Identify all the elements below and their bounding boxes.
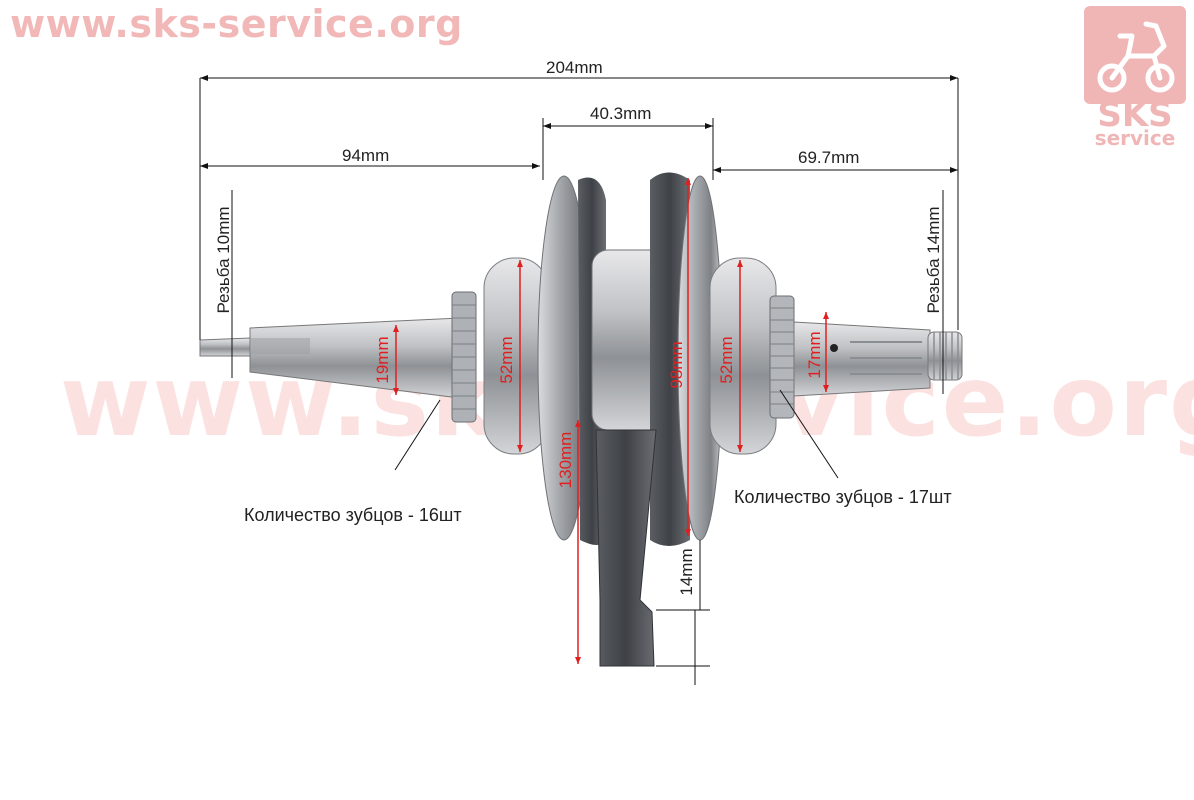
- logo-brand-text: SKS: [1097, 95, 1173, 135]
- sks-logo: SKS service: [1084, 6, 1186, 150]
- left-bearing-diameter-label: 52mm: [497, 336, 516, 384]
- total-length-label: 204mm: [546, 58, 603, 77]
- left-thread-label: Резьба 10mm: [214, 206, 233, 314]
- scooter-logo-icon: [1084, 6, 1186, 104]
- flywheel-diameter-label: 98mm: [667, 341, 686, 389]
- left-gear-teeth-callout: Количество зубцов - 16шт: [244, 505, 462, 525]
- rod-length-label: 130mm: [556, 431, 575, 489]
- rod-small-end-label: 14mm: [677, 548, 696, 596]
- site-url-header: www.sks-service.org: [10, 2, 463, 46]
- right-gear-teeth-callout: Количество зубцов - 17шт: [734, 487, 952, 507]
- crank-width-label: 40.3mm: [590, 104, 652, 123]
- left-shaft-length-label: 94mm: [342, 146, 390, 165]
- right-shaft-length-label: 69.7mm: [798, 148, 860, 167]
- left-shaft-diameter-label: 19mm: [373, 336, 392, 384]
- right-thread-label: Резьба 14mm: [924, 206, 943, 314]
- right-shaft-diameter-label: 17mm: [805, 331, 824, 379]
- logo-service-text: service: [1094, 126, 1176, 150]
- right-bearing-diameter-label: 52mm: [717, 336, 736, 384]
